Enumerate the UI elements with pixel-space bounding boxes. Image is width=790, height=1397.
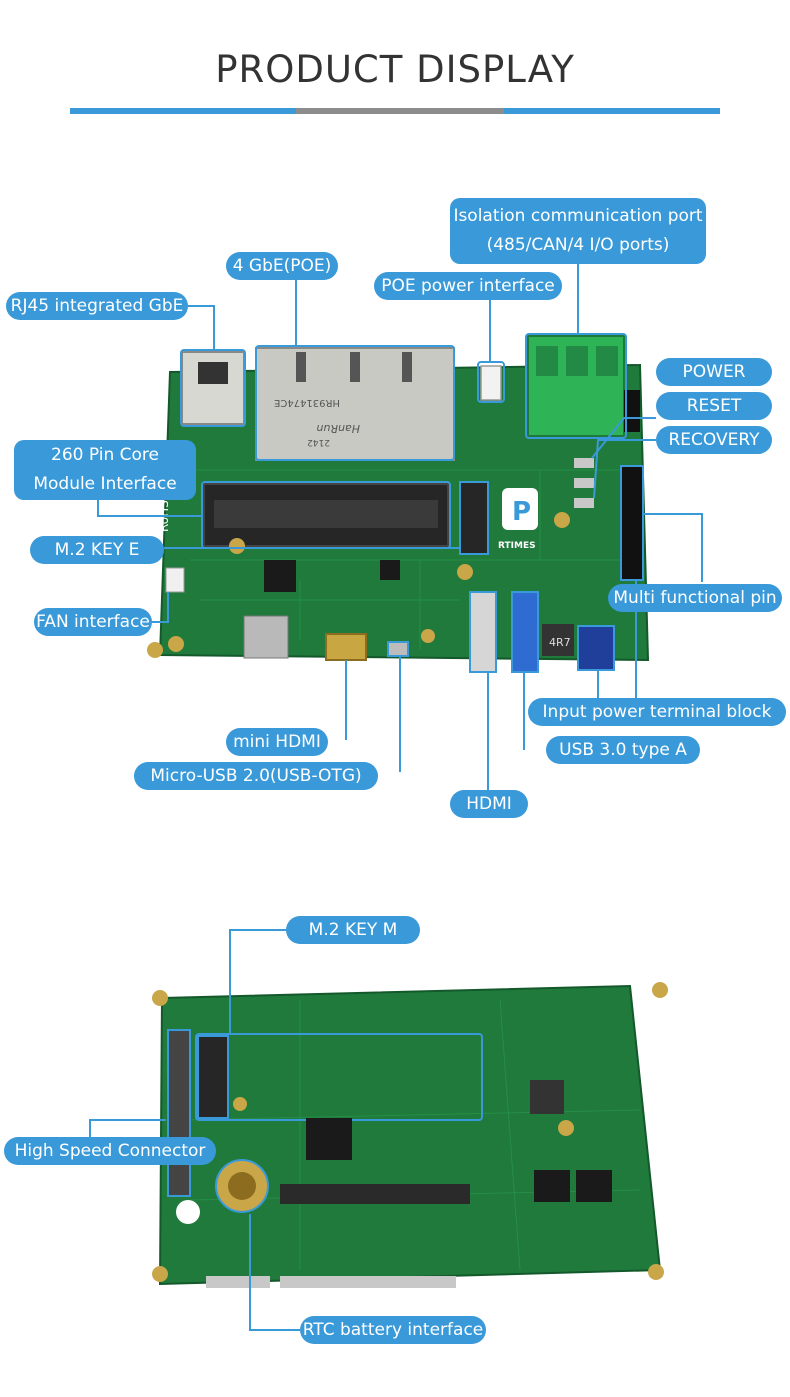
label-mini-hdmi: mini HDMI bbox=[226, 728, 328, 756]
chip bbox=[534, 1170, 570, 1202]
label-m2-key-m: M.2 KEY M bbox=[286, 916, 420, 944]
bottom-leader-lines bbox=[89, 929, 300, 1331]
label-hdmi: HDMI bbox=[450, 790, 528, 818]
inductor bbox=[542, 624, 574, 656]
chip bbox=[306, 1118, 352, 1160]
label-core-line1: 260 Pin Core bbox=[51, 445, 159, 465]
label-poe-power: POE power interface bbox=[374, 272, 562, 300]
input-power-terminal bbox=[577, 625, 615, 671]
label-micro-usb: Micro-USB 2.0(USB-OTG) bbox=[134, 762, 378, 790]
label-isolation-line1: Isolation communication port bbox=[453, 206, 703, 226]
hdmi-port bbox=[469, 591, 497, 673]
micro-usb-port bbox=[387, 641, 409, 657]
reset-button bbox=[574, 478, 594, 488]
usb3-port bbox=[511, 591, 539, 673]
power-button bbox=[574, 458, 594, 468]
multi-function-header bbox=[620, 465, 644, 581]
chip bbox=[380, 560, 400, 580]
label-reset: RESET bbox=[656, 392, 772, 420]
magjack-marking: HR931474CE bbox=[274, 397, 340, 408]
inductor bbox=[530, 1080, 564, 1114]
m2-key-m-slot bbox=[197, 1035, 229, 1119]
label-usb3: USB 3.0 type A bbox=[546, 736, 700, 764]
chip bbox=[264, 560, 296, 592]
inductor-marking: 4R7 bbox=[549, 636, 571, 649]
label-high-speed: High Speed Connector bbox=[4, 1137, 216, 1165]
svg-text:P: P bbox=[512, 497, 531, 527]
mini-hdmi-port bbox=[325, 633, 367, 661]
title-rule-left bbox=[70, 108, 296, 114]
label-core-line2: Module Interface bbox=[33, 474, 177, 494]
label-input-power: Input power terminal block bbox=[528, 698, 786, 726]
magjack-date: 2142 bbox=[307, 437, 330, 447]
title-rule-middle bbox=[296, 108, 504, 114]
label-recovery: RECOVERY bbox=[656, 426, 772, 454]
logo-icon bbox=[176, 1200, 200, 1224]
page-title: PRODUCT DISPLAY bbox=[215, 48, 575, 91]
chip bbox=[576, 1170, 612, 1202]
label-multi-pin: Multi functional pin bbox=[608, 584, 782, 612]
label-isolation-port: Isolation communication port (485/CAN/4 … bbox=[450, 198, 706, 264]
label-rj45: RJ45 integrated GbE bbox=[6, 292, 188, 320]
high-speed-connector bbox=[167, 1029, 191, 1197]
label-gbe-poe: 4 GbE(POE) bbox=[226, 252, 338, 280]
bottom-board bbox=[152, 982, 668, 1288]
title-rule-right bbox=[504, 108, 720, 114]
label-fan: FAN interface bbox=[34, 608, 152, 636]
label-isolation-line2: (485/CAN/4 I/O ports) bbox=[486, 235, 670, 255]
poe-connector bbox=[480, 365, 502, 401]
sd-card-slot bbox=[243, 615, 289, 659]
rtimes-logo-icon bbox=[502, 488, 538, 530]
top-board: HR931474CE HanRun 2142 P RTIMES RoHS bbox=[147, 333, 650, 673]
logo-text: RTIMES bbox=[498, 541, 536, 551]
recovery-button bbox=[574, 498, 594, 508]
label-m2-key-e: M.2 KEY E bbox=[30, 536, 164, 564]
label-power: POWER bbox=[656, 358, 772, 386]
label-rtc-battery: RTC battery interface bbox=[300, 1316, 486, 1344]
fan-connector bbox=[165, 567, 185, 593]
m2-key-e-slot bbox=[459, 481, 489, 555]
magjack-brand: HanRun bbox=[316, 422, 360, 435]
label-core-module: 260 Pin Core Module Interface bbox=[14, 440, 196, 500]
